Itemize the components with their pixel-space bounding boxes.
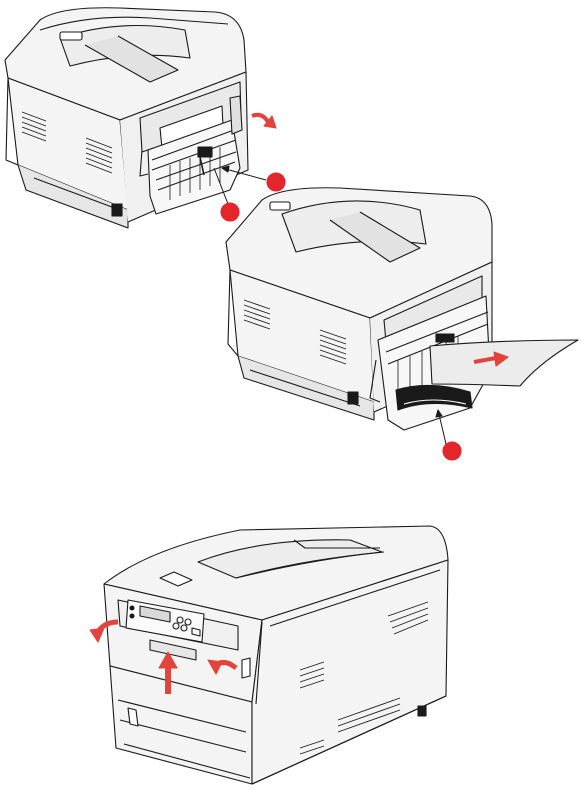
callout-dot-3 [443,442,461,460]
callout-dot-1 [267,173,285,191]
release-lever [198,147,212,157]
top-handle-2 [270,202,290,210]
curved-open-arrow [252,115,268,122]
top-handle [60,32,82,40]
panel-rear-paper-removal [226,188,578,460]
panel-front-cover-release [90,526,448,784]
panel-rear-unit-open [5,8,285,228]
paper-sheet [430,340,578,386]
callout-dot-2 [221,203,239,221]
